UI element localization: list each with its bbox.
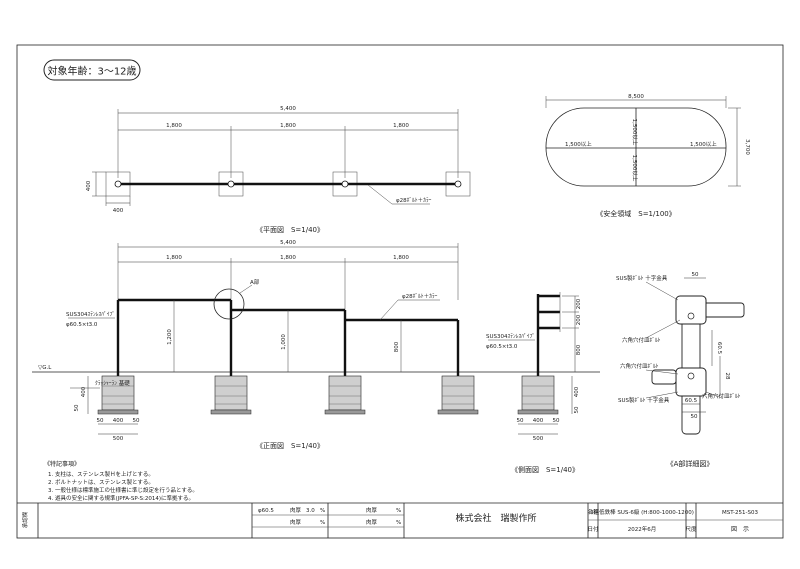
tb-side-label: 承認欄 [21,511,29,528]
detail-dim-5: 50 [691,414,698,420]
title-block: 承認欄 φ60.5 肉厚 3.0 % 肉厚 % 肉厚 % 肉厚 % 株式会社 瑞… [17,502,783,538]
detail-caption: 《A部詳細図》 [667,459,714,468]
notes-item-1: 1. 支柱は、ステンレス製Ｈを上げとする。 [48,470,154,478]
tb-unit-4: % [396,520,401,526]
front-found-w-3: 50 [133,418,140,424]
safety-right: 1,500以上 [690,140,717,148]
front-found-h-2: 50 [74,404,80,411]
plan-span-1: 1,800 [166,123,182,129]
age-badge-text: 対象年齢：3～12歳 [47,65,136,78]
front-caption: 《正面図 S=1/40》 [256,442,324,450]
tb-label-scale: 尺度 [685,525,697,533]
front-span-2: 1,800 [280,255,296,261]
plan-span-3: 1,800 [393,123,409,129]
front-found-note: ｸﾗｯｼｬｰﾗﾝ 基礎 [95,379,130,387]
detail-label-2: 六角穴付皿ﾎﾞﾙﾄ [622,336,661,344]
plan-caption: 《平面図 S=1/40》 [256,226,324,234]
front-found-w-1: 50 [97,418,104,424]
detail-dim-1: 50 [692,272,699,278]
front-detail-mark: A部 [250,278,260,286]
front-found-h-1: 400 [81,386,87,397]
detail-label-3: 六角穴付皿ﾎﾞﾙﾄ [620,362,659,370]
side-found-w-3: 50 [553,418,560,424]
age-badge: 対象年齢：3～12歳 [43,59,141,81]
front-gl: ▽G.L [38,365,52,371]
front-pipe-note: φ28ﾎﾞﾙﾄ＋ｶﾗｰ [402,293,438,300]
safety-top: 1,500以上 [631,119,639,146]
a-detail: 50 60.5 28 60.5 50 SUS製ﾎﾞﾙﾄ 十字金具 六角穴付皿ﾎﾞ… [616,272,745,468]
front-foundations [97,375,479,415]
front-post-note-2: φ60.5×t3.0 [66,322,98,328]
safety-bottom: 1,500以上 [631,155,639,182]
tb-company: 株式会社 瑞製作所 [455,512,536,524]
notes-item-2: 2. ボルトナットは、ステンレス製とする。 [48,478,154,486]
safety-caption: 《安全領域 S=1/100》 [596,209,675,218]
side-found-w-1: 50 [517,418,524,424]
notes: 《特記事項》 1. 支柱は、ステンレス製Ｈを上げとする。 2. ボルトナットは、… [44,460,198,502]
plan-base-dim: 400 [113,208,124,214]
tb-thick-label-4: 肉厚 [366,518,378,526]
front-height-3: 800 [394,341,400,352]
front-height-1: 1,200 [167,329,173,345]
notes-title: 《特記事項》 [44,460,80,468]
side-found-w-2: 400 [533,418,544,424]
detail-label-4: SUS製ﾎﾞﾙﾄ 十字金具 [618,396,670,404]
tb-scale: 図 示 [731,526,749,533]
side-found-total: 500 [533,436,544,442]
notes-item-4: 4. 遊具の安全に関する規準(JPFA-SP-S:2014)に準拠する。 [48,494,194,502]
front-found-w-2: 400 [113,418,124,424]
detail-dim-3: 28 [724,373,730,380]
front-total-dim: 5,400 [280,240,296,246]
front-span-3: 1,800 [393,255,409,261]
side-view: 200 200 800 SUS304ｽﾃﾝﾚｽﾊﾟｲﾌﾟ φ60.5×t3.0 … [486,292,582,474]
tb-thick-label-3: 肉厚 [366,506,378,514]
plan-view: 5,400 1,800 1,800 1,800 400 400 φ28ﾎﾞﾙﾄ＋… [86,106,471,234]
detail-label-1: SUS製ﾎﾞﾙﾄ 十字金具 [616,274,668,282]
safety-width: 8,500 [628,94,644,100]
safety-left: 1,500以上 [565,140,592,148]
tb-unit-3: % [396,508,401,514]
tb-thick-label-2: 肉厚 [290,518,302,526]
detail-dim-4: 60.5 [685,398,698,404]
side-dim-1: 200 [576,298,582,309]
sheet-border [16,44,784,539]
tb-unit-1: % [320,508,325,514]
tb-date: 2022年6月 [628,525,657,533]
detail-dim-2: 60.5 [716,342,722,355]
side-found-h-2: 50 [574,406,580,413]
notes-item-3: 3. 一般仕様は標準施工の仕様書に準じ設定を行う品とする。 [48,486,198,494]
tb-mat-1: φ60.5 [258,508,274,514]
side-post-note-1: SUS304ｽﾃﾝﾚｽﾊﾟｲﾌﾟ [486,333,535,340]
front-view: 5,400 1,800 1,800 1,800 ▽G.L 1,200 1,000… [32,240,600,450]
plan-pipe-note: φ28ﾎﾞﾙﾄ＋ｶﾗｰ [396,197,432,204]
detail-label-5: 六角穴付皿ﾎﾞﾙﾄ [702,392,741,400]
plan-span-2: 1,800 [280,123,296,129]
tb-unit-2: % [320,520,325,526]
tb-label-name: 名称 [587,508,599,516]
front-span-1: 1,800 [166,255,182,261]
safety-area: 8,500 3,700 1,500以上 1,500以上 1,500以上 1,50… [545,94,750,218]
tb-thick-val: 3.0 [306,508,315,514]
front-height-2: 1,000 [281,334,287,350]
front-post-note-1: SUS304ｽﾃﾝﾚｽﾊﾟｲﾌﾟ [66,311,115,318]
tb-thick-label-1: 肉厚 [290,506,302,514]
side-dim-3: 800 [576,344,582,355]
safety-height: 3,700 [744,139,750,155]
plan-depth-dim: 400 [86,180,92,191]
side-dim-2: 200 [576,314,582,325]
tb-code: MST-251-S03 [722,510,759,516]
side-caption: 《側面図 S=1/40》 [511,465,579,474]
plan-total-dim: 5,400 [280,106,296,112]
side-found-h-1: 400 [574,386,580,397]
tb-label-date: 日付 [587,525,599,533]
front-found-total: 500 [113,436,124,442]
side-post-note-2: φ60.5×t3.0 [486,344,518,350]
tb-name: 3連低鉄棒 SUS-6級 (H:800-1000-1200) [590,508,694,516]
